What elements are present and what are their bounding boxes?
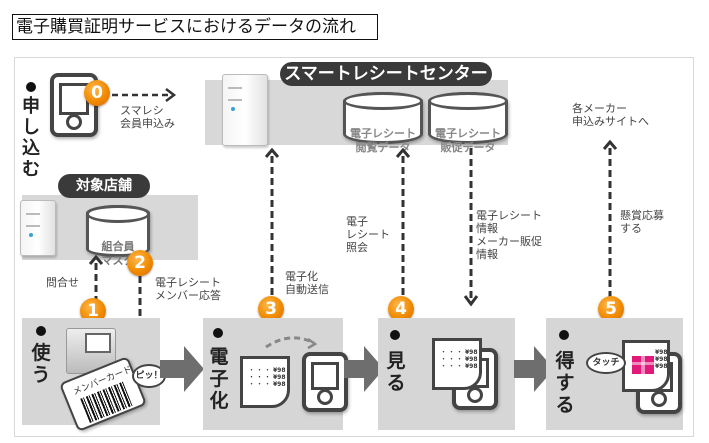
apply-label: 申 し 込 む <box>22 96 40 180</box>
db-promo-data: 電子レシート 販促データ <box>428 92 508 154</box>
receipt-prices: ¥98 ¥98 ¥98 <box>655 349 668 370</box>
receipt-prices: ¥98 ¥98 ¥98 <box>273 367 286 388</box>
apply-arrow-label: スマレシ 会員申込み <box>120 104 175 130</box>
db-view-data-label: 電子レシート 閲覧データ <box>350 127 416 154</box>
step-label-gain: 得 す る <box>555 350 575 416</box>
digitize-bullet <box>213 328 223 338</box>
step-label-view: 見 る <box>386 350 406 394</box>
step-badge-4: 4 <box>388 296 414 322</box>
step-badge-2: 2 <box>127 250 153 276</box>
db-member-master: 組合員 マスタ <box>86 205 150 267</box>
receipt-dots: ・・・・ ・・・・ ・・・・ <box>440 348 472 370</box>
smart-receipt-center-label: スマートレシートセンター <box>280 62 492 86</box>
flow-label-3: 電子化 自動送信 <box>285 270 329 296</box>
receipt-dots: ・・・・ ・・・・ ・・・・ <box>248 366 280 388</box>
flow-arrow-5 <box>603 140 617 300</box>
store-label: 対象店舗 <box>58 174 150 198</box>
big-arrow-2 <box>344 346 384 392</box>
db-view-data: 電子レシート 閲覧データ <box>343 92 423 154</box>
big-arrow-3 <box>514 346 554 392</box>
store-server-icon <box>20 200 56 256</box>
flow-arrow-4 <box>396 148 410 300</box>
diagram-title: 電子購買証明サービスにおけるデータの流れ <box>12 14 378 40</box>
flow-label-5: 懸賞応募 する <box>620 209 664 235</box>
receipt-icon: ・・・・ ・・・・ ・・・・ ¥98 ¥98 ¥98 <box>240 356 290 408</box>
maker-site-label: 各メーカー 申込みサイトへ <box>572 102 649 128</box>
db-member-master-label: 組合員 マスタ <box>101 240 135 267</box>
use-bullet <box>36 326 46 336</box>
step-badge-0: 0 <box>84 80 110 106</box>
touch-bubble: タッチ <box>586 352 626 374</box>
center-server-icon <box>222 74 268 146</box>
step-badge-5: 5 <box>598 296 624 322</box>
step-label-use: 使 う <box>31 342 51 386</box>
apply-arrow <box>112 88 177 102</box>
view-bullet <box>390 330 400 340</box>
step-badge-3: 3 <box>258 296 284 322</box>
receipt-icon: ・・・・ ・・・・ ・・・・ ¥98 ¥98 ¥98 <box>432 338 482 390</box>
gift-icon <box>632 356 654 374</box>
step-label-digitize: 電 子 化 <box>209 346 229 412</box>
transfer-arrow <box>265 336 318 350</box>
gain-bullet <box>559 330 569 340</box>
apply-bullet <box>26 82 36 92</box>
big-arrow-1 <box>160 346 204 392</box>
flow-label-4: 電子 レシート 照会 <box>346 215 390 254</box>
flow-label-promo: 電子レシート 情報 メーカー販促 情報 <box>476 209 542 261</box>
smartphone-icon <box>302 352 348 412</box>
flow-label-2: 電子レシート メンバー応答 <box>155 276 221 302</box>
flow-label-1: 問合せ <box>46 276 79 289</box>
db-promo-data-label: 電子レシート 販促データ <box>435 127 501 154</box>
flow-arrow-promo <box>464 148 478 307</box>
flow-arrow-3 <box>265 148 279 300</box>
receipt-prices: ¥98 ¥98 ¥98 <box>465 349 478 370</box>
